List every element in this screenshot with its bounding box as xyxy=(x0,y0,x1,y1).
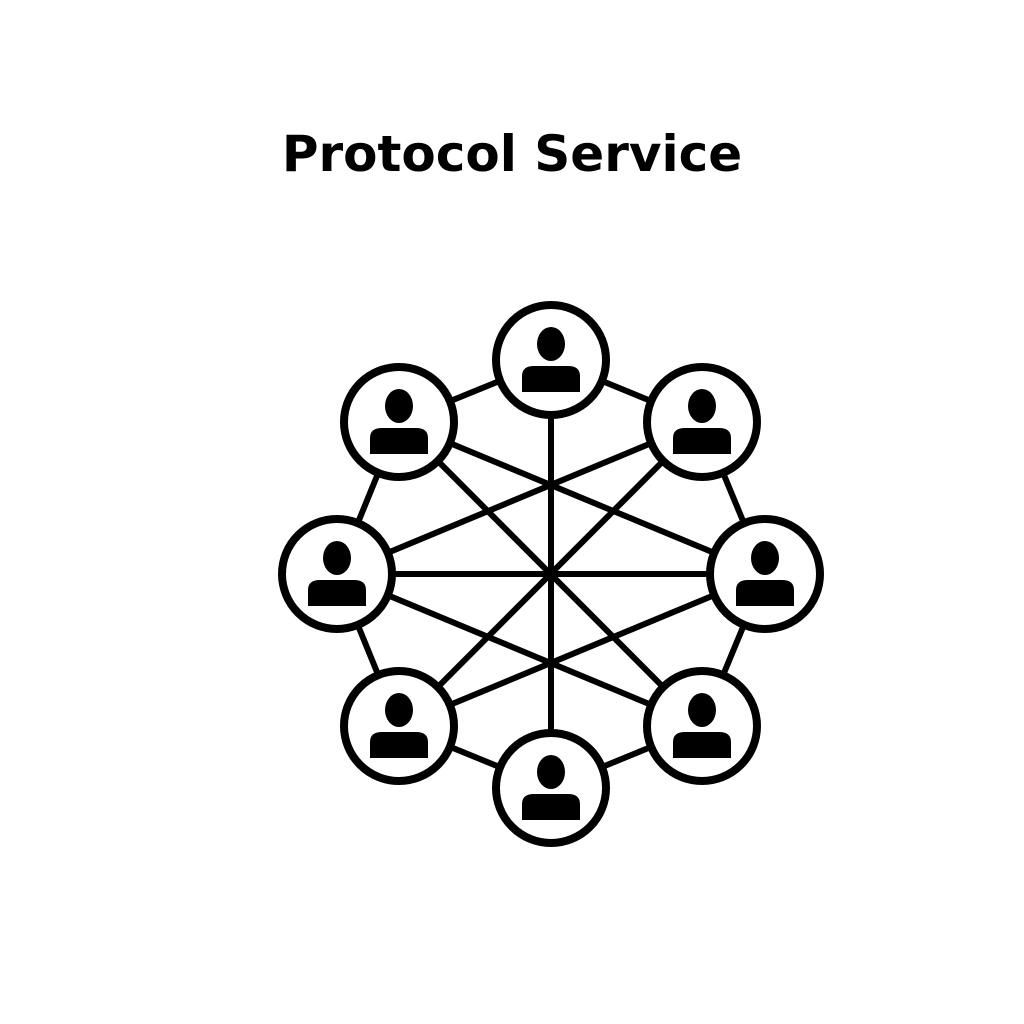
user-icon xyxy=(522,755,580,820)
user-icon xyxy=(673,389,731,454)
node-top xyxy=(492,301,610,419)
user-icon xyxy=(370,389,428,454)
user-icon xyxy=(522,327,580,392)
user-icon xyxy=(370,693,428,758)
node-bottom xyxy=(492,729,610,847)
nodes-group xyxy=(278,301,824,847)
node-top-left xyxy=(340,363,458,481)
node-left xyxy=(278,515,396,633)
user-icon xyxy=(308,541,366,606)
cross-edge-top-right-left xyxy=(334,419,705,577)
user-icon xyxy=(673,693,731,758)
node-right xyxy=(706,515,824,633)
cross-edge-top-right-bottom-left xyxy=(396,419,705,729)
diagram-title: Protocol Service xyxy=(281,125,743,183)
cross-edge-top-left-right xyxy=(396,419,768,577)
cross-edge-bottom-right-left xyxy=(334,571,705,729)
node-top-right xyxy=(643,363,761,481)
user-icon xyxy=(736,541,794,606)
node-bottom-right xyxy=(643,667,761,785)
node-bottom-left xyxy=(340,667,458,785)
cross-edge-bottom-left-right xyxy=(396,571,768,729)
